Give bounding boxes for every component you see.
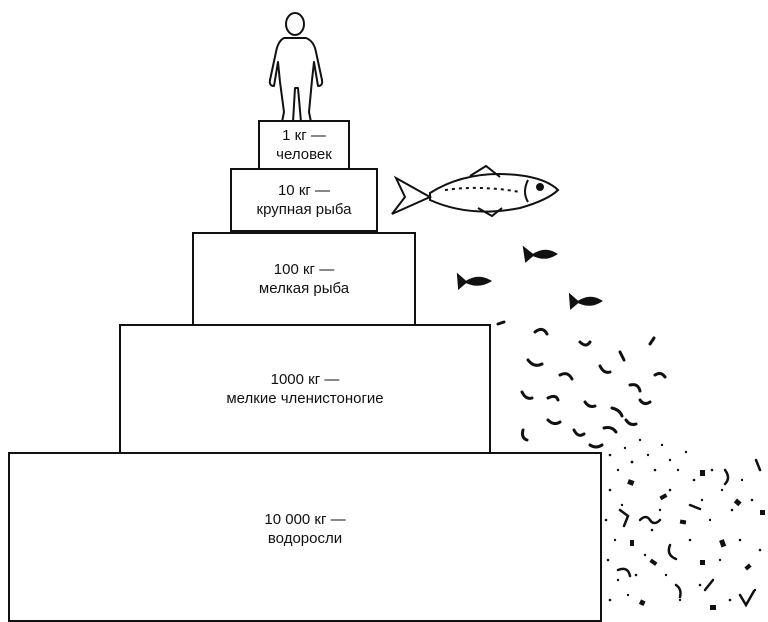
algae-strands-icon — [616, 458, 762, 608]
level-mass: 1000 кг — — [270, 371, 340, 388]
level-mass: 10 000 кг — — [264, 511, 346, 528]
level-organism: мелкие членистоногие — [226, 390, 384, 407]
pyramid-level-arthropods: 1000 кг — мелкие членистоногие — [119, 324, 491, 454]
pyramid-level-algae: 10 000 кг — водоросли — [8, 452, 602, 622]
pyramid-level-small-fish: 100 кг — мелкая рыба — [192, 232, 416, 326]
level-mass: 1 кг — — [282, 127, 326, 144]
pyramid-level-large-fish: 10 кг — крупная рыба — [230, 168, 378, 232]
pyramid-level-human: 1 кг — человек — [258, 120, 350, 170]
level-mass: 100 кг — — [273, 261, 335, 278]
algae-particles-icon — [604, 438, 765, 610]
level-organism: крупная рыба — [256, 201, 352, 218]
arthropod-swarm-icon — [496, 320, 667, 449]
large-fish-icon — [391, 164, 560, 218]
level-organism: мелкая рыба — [258, 280, 350, 297]
level-organism: человек — [276, 146, 332, 163]
level-mass: 10 кг — — [277, 182, 331, 199]
small-fish-icon — [456, 245, 603, 311]
level-organism: водоросли — [267, 530, 343, 547]
human-figure-icon — [268, 12, 324, 123]
